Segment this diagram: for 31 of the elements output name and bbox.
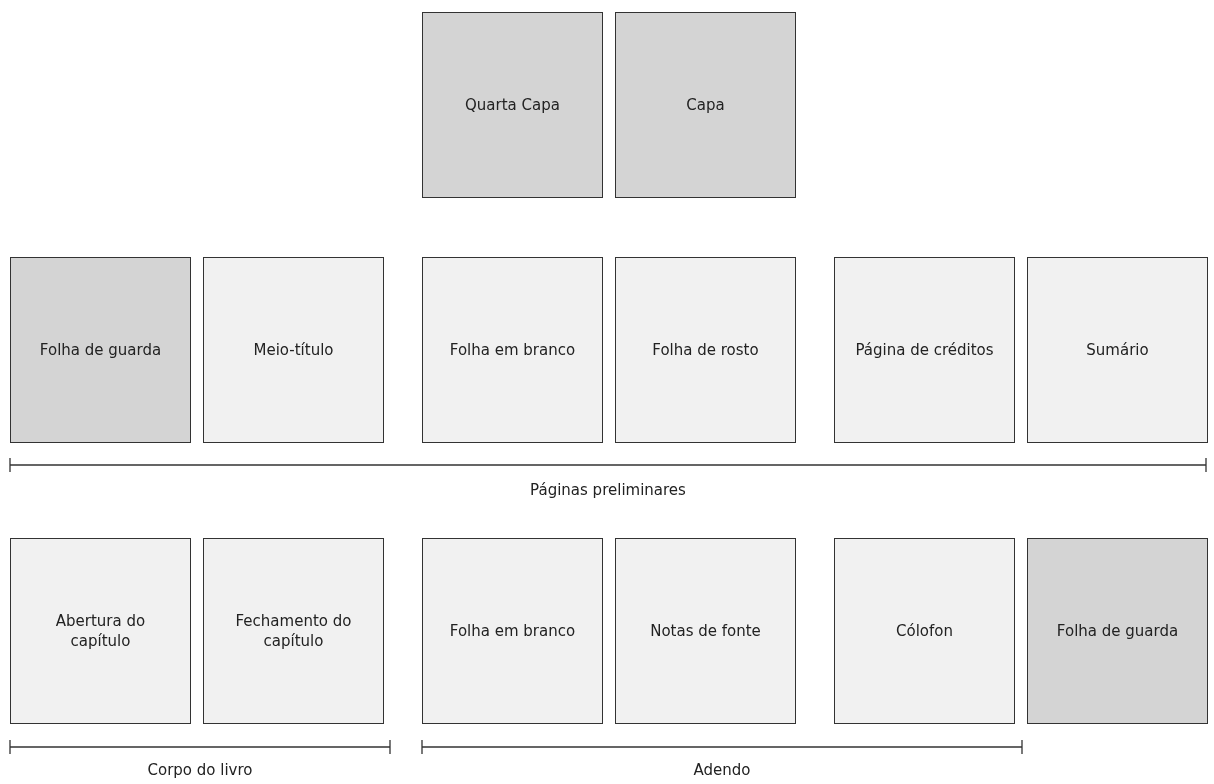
section-label: Corpo do livro [147, 761, 253, 779]
section-label: Adendo [693, 761, 751, 779]
page-name: Abertura do capítulo [54, 611, 147, 651]
page-name: Folha em branco [448, 621, 577, 641]
page-name: Cólofon [895, 621, 954, 641]
page-box [203, 257, 384, 443]
page-name: Notas de fonte [649, 621, 762, 641]
page-name: Folha de rosto [651, 340, 760, 360]
page-box [1027, 257, 1208, 443]
section-label: Páginas preliminares [530, 481, 686, 499]
page-box [834, 538, 1015, 724]
page-box [615, 257, 796, 443]
page-name: Quarta Capa [464, 95, 561, 115]
page-name: Página de créditos [854, 340, 995, 360]
page-box [422, 538, 603, 724]
page-box [10, 538, 191, 724]
page-box [10, 257, 191, 443]
page-name: Sumário [1085, 340, 1150, 360]
page-box [834, 257, 1015, 443]
page-name: Folha de guarda [38, 340, 163, 360]
page-name: Folha em branco [448, 340, 577, 360]
page-name: Meio-título [252, 340, 335, 360]
page-box [422, 257, 603, 443]
page-box [615, 538, 796, 724]
page-box [615, 12, 796, 198]
page-box [422, 12, 603, 198]
page-box [1027, 538, 1208, 724]
page-box [203, 538, 384, 724]
page-name: Folha de guarda [1055, 621, 1180, 641]
page-name: Capa [685, 95, 726, 115]
page-name: Fechamento do capítulo [234, 611, 353, 651]
